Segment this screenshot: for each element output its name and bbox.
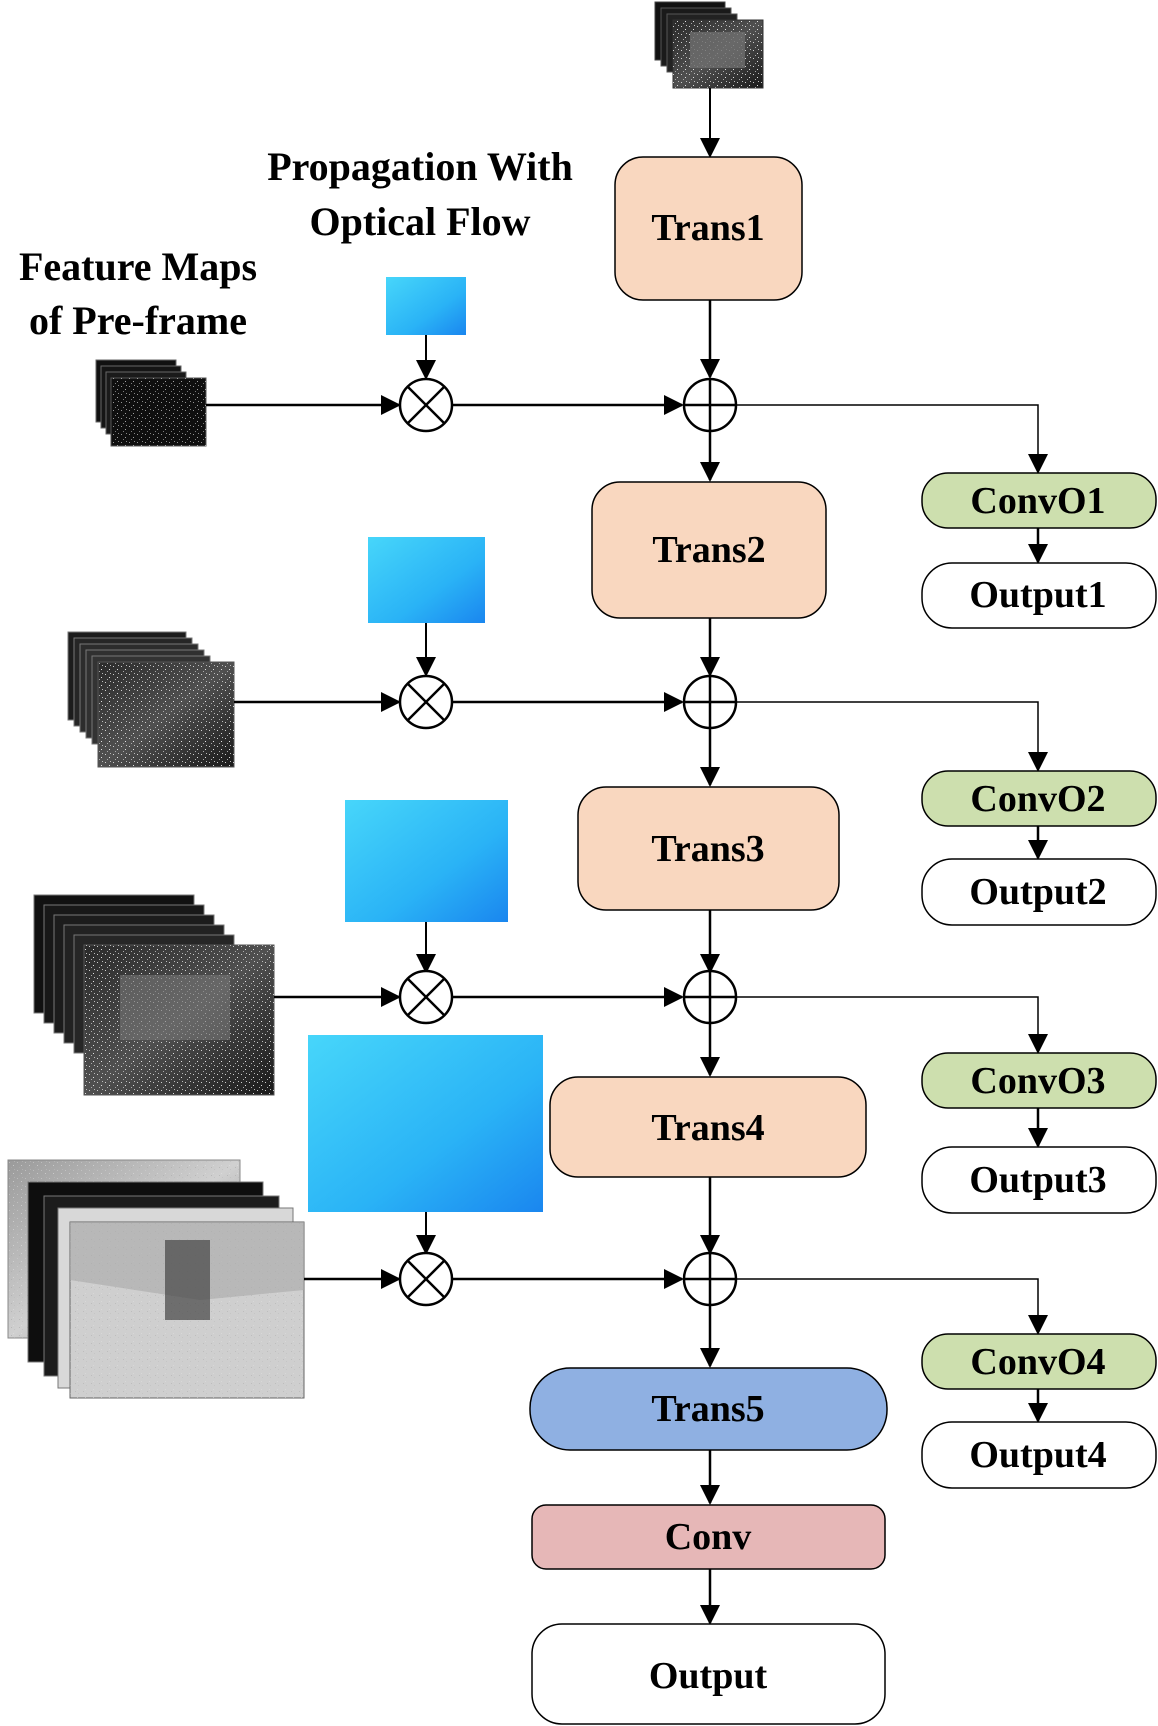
output1-label: Output1: [969, 574, 1106, 616]
trans3-label: Trans3: [651, 828, 764, 870]
add-op-2: [682, 674, 738, 730]
input-frame-stack: [654, 1, 764, 89]
optical-flow-map-2: [368, 537, 485, 623]
trans5-block: Trans5: [529, 1367, 888, 1451]
conv-block: Conv: [531, 1504, 886, 1570]
feature-map-stack-3: [33, 894, 275, 1096]
output2-block: Output2: [921, 858, 1157, 926]
propagation-label-line2: Optical Flow: [309, 199, 530, 244]
convo2-block: ConvO2: [921, 770, 1157, 827]
trans2-block: Trans2: [591, 481, 827, 619]
trans5-label: Trans5: [651, 1388, 764, 1430]
output1-block: Output1: [921, 562, 1157, 629]
convo1-label: ConvO1: [970, 480, 1105, 522]
feature-map-stack-1: [95, 359, 207, 447]
convo4-block: ConvO4: [921, 1333, 1157, 1390]
convo1-block: ConvO1: [921, 472, 1157, 529]
propagation-label: Propagation With: [267, 144, 573, 189]
add-op-1: [682, 377, 738, 433]
trans1-label: Trans1: [651, 207, 764, 249]
output-label: Output: [649, 1655, 768, 1697]
feature-maps-label-line2: of Pre-frame: [29, 298, 247, 343]
conv-label: Conv: [665, 1516, 752, 1558]
output4-label: Output4: [969, 1434, 1106, 1476]
convo2-label: ConvO2: [970, 778, 1105, 820]
add-op-4: [682, 1251, 738, 1307]
output3-label: Output3: [969, 1159, 1106, 1201]
trans3-block: Trans3: [577, 786, 840, 911]
multiply-op-3: [398, 969, 454, 1025]
multiply-op-4: [398, 1251, 454, 1307]
add-op-3: [682, 969, 738, 1025]
output-block: Output: [531, 1623, 886, 1725]
output2-label: Output2: [969, 871, 1106, 913]
feature-maps-label: Feature Maps: [19, 244, 257, 289]
multiply-op-2: [398, 674, 454, 730]
feature-map-stack-4: [7, 1159, 305, 1399]
multiply-op-1: [398, 377, 454, 433]
trans1-block: Trans1: [614, 156, 803, 301]
feature-map-stack-2: [67, 631, 235, 768]
output4-block: Output4: [921, 1421, 1157, 1489]
output3-block: Output3: [921, 1146, 1157, 1214]
convo3-label: ConvO3: [970, 1060, 1105, 1102]
optical-flow-map-1: [386, 277, 466, 335]
optical-flow-map-4: [308, 1035, 543, 1212]
trans2-label: Trans2: [652, 529, 765, 571]
convo4-label: ConvO4: [970, 1341, 1105, 1383]
optical-flow-map-3: [345, 800, 508, 922]
trans4-label: Trans4: [651, 1107, 764, 1149]
convo3-block: ConvO3: [921, 1052, 1157, 1109]
trans4-block: Trans4: [549, 1076, 867, 1178]
